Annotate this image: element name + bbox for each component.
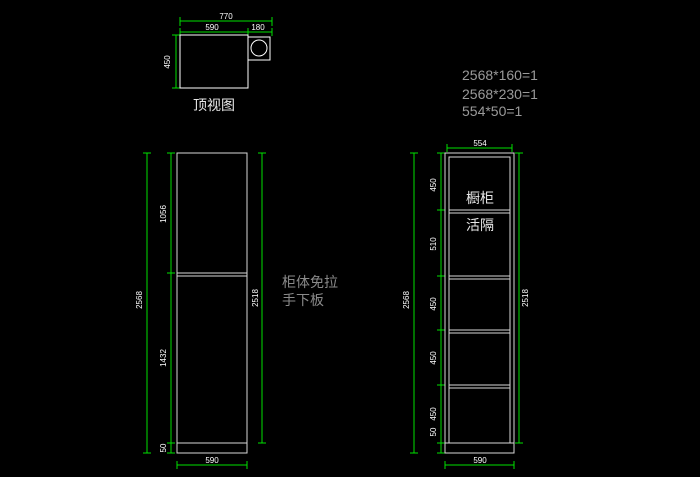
dim-front-body-height: 2518 [251,289,260,307]
section-label-top: 橱柜 [466,191,494,207]
dim-front-total-height: 2568 [135,291,144,309]
dim-shelf: 510 [429,237,438,251]
dim-shelf: 450 [429,407,438,421]
dim-shelf: 450 [429,178,438,192]
top-view-side-box [247,36,271,61]
section-cabinet-outline [444,152,515,454]
dim-shelf: 450 [429,297,438,311]
top-view: 770 590 180 450 顶视图 [163,12,273,114]
dim-lower-door: 1432 [159,349,168,367]
front-cabinet-outline [176,152,248,454]
panel-list-item: 2568*160=1 [462,67,538,83]
top-view-body-outline [179,34,249,89]
top-view-caption: 顶视图 [193,98,235,114]
dim-section-top-width: 554 [473,139,487,148]
dim-section-bottom-width: 590 [473,456,487,465]
section-label-adjustable: 活隔 [466,218,494,234]
dim-shelf: 450 [429,351,438,365]
front-note-line1: 柜体免拉 [282,275,338,291]
panel-list: 2568*160=1 2568*230=1 554*50=1 [462,67,538,119]
front-view: 2568 1056 1432 50 2518 590 柜体免拉 手下板 [135,152,338,469]
dim-plinth: 50 [159,443,168,452]
panel-list-item: 554*50=1 [462,103,523,119]
front-note-line2: 手下板 [282,293,324,309]
dim-body-width: 590 [205,23,219,32]
dim-shelf: 50 [429,427,438,436]
dim-total-width: 770 [219,12,233,21]
section-view: 554 2568 450 510 450 450 450 50 2518 [402,139,530,469]
dim-upper-door: 1056 [159,205,168,223]
dim-depth: 450 [163,55,172,69]
circle-icon [250,39,268,57]
dim-side-width: 180 [251,23,265,32]
dim-section-total-height: 2568 [402,291,411,309]
dim-front-bottom-width: 590 [205,456,219,465]
panel-list-item: 2568*230=1 [462,86,538,102]
dim-section-body-height: 2518 [521,289,530,307]
